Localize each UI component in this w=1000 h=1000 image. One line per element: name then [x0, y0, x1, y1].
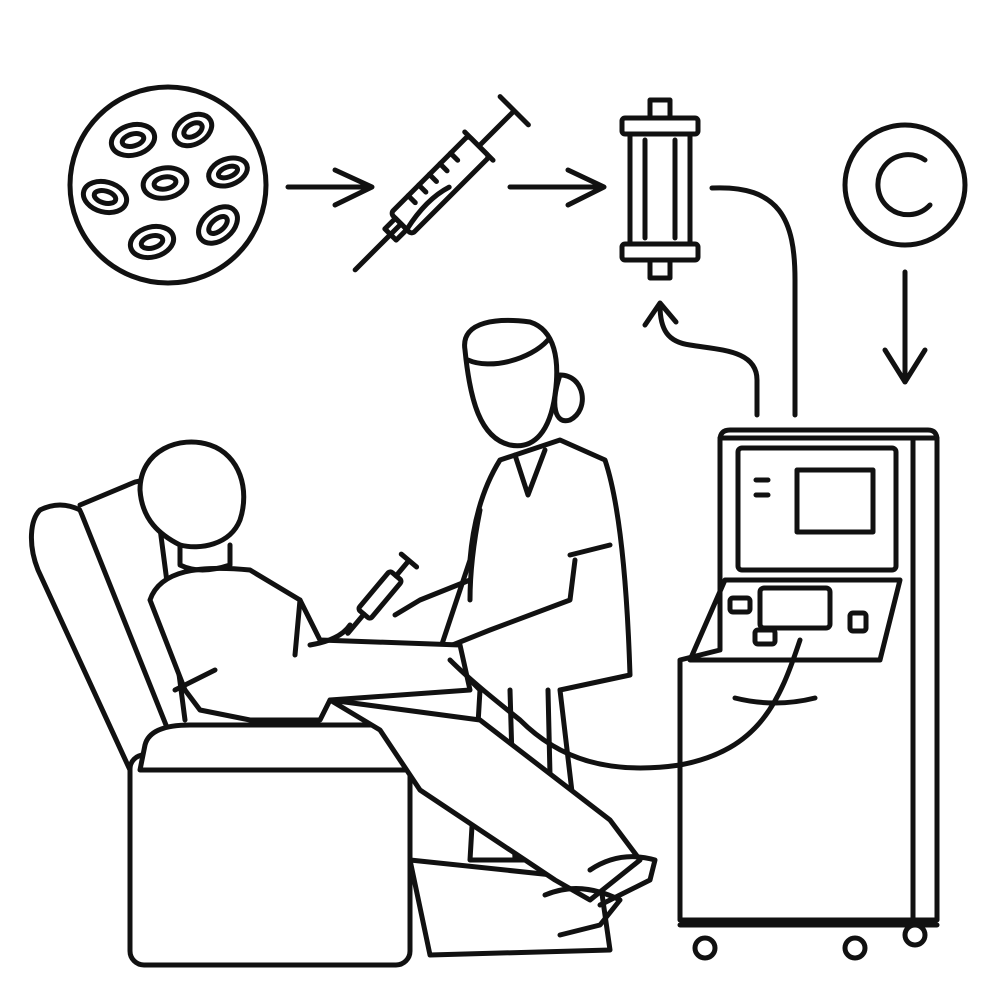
- arrow-right-icon: [507, 167, 607, 208]
- patient-figure: [137, 439, 658, 938]
- arrow-down-icon: [882, 269, 928, 385]
- blood-cells-circle-icon: [67, 84, 269, 286]
- tube: [709, 185, 798, 418]
- tube: [447, 637, 803, 771]
- arrow-up-icon: [642, 300, 760, 418]
- cell-circle-icon: [842, 122, 968, 248]
- syringe-icon: [345, 551, 420, 636]
- filter-cartridge-icon: [619, 97, 701, 281]
- recliner-chair: [28, 478, 613, 968]
- syringe-icon: [352, 94, 531, 273]
- arrow-right-icon: [285, 167, 375, 208]
- apheresis-machine-icon: [677, 427, 940, 961]
